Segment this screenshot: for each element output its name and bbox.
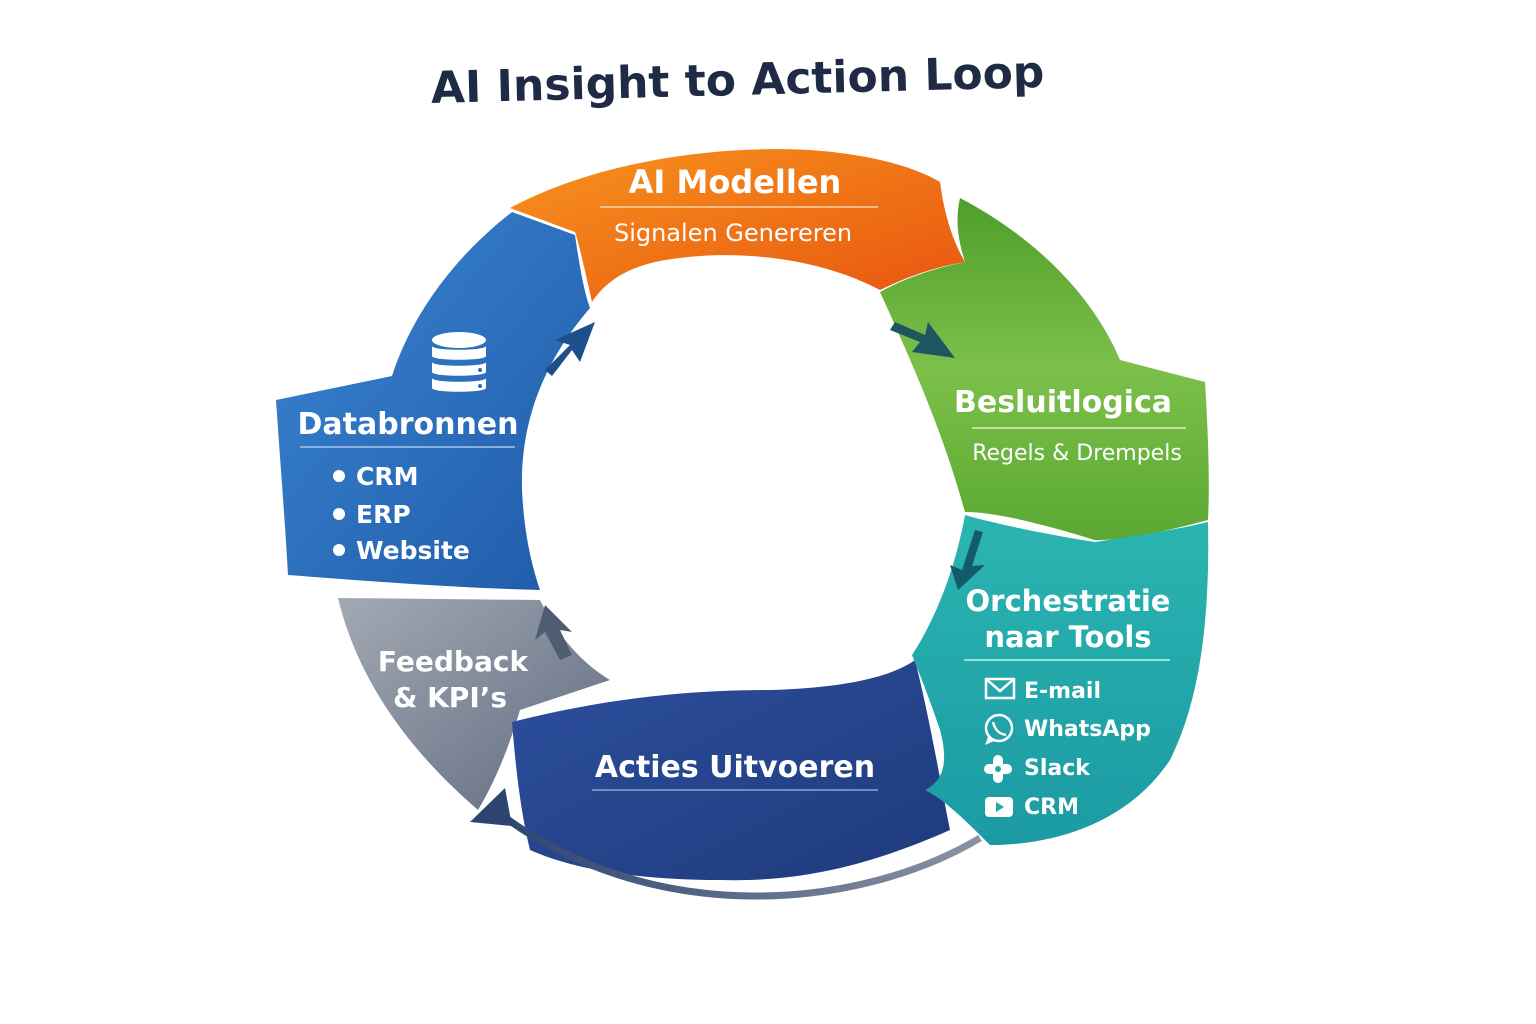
arrow-decision-to-orchestration bbox=[950, 530, 985, 590]
data-source-item: ERP bbox=[356, 500, 411, 529]
bullet-icon bbox=[333, 508, 345, 520]
segment-orchestration bbox=[912, 515, 1209, 845]
slack-icon bbox=[984, 755, 1012, 783]
arrow-ai-to-decision bbox=[890, 322, 955, 358]
feedback-title-line1: Feedback bbox=[378, 645, 530, 678]
decision-logic-title: Besluitlogica bbox=[954, 385, 1172, 420]
orchestration-title-line2: naar Tools bbox=[984, 620, 1151, 654]
orchestration-title-line1: Orchestratie bbox=[966, 584, 1171, 618]
envelope-icon bbox=[984, 677, 1016, 700]
tool-label-whatsapp: WhatsApp bbox=[1024, 717, 1151, 742]
data-source-item: CRM bbox=[356, 462, 418, 491]
return-arrowhead bbox=[470, 788, 512, 826]
tool-label-crm: CRM bbox=[1024, 795, 1079, 820]
segment-data-sources bbox=[276, 212, 590, 590]
segment-decision-logic bbox=[880, 198, 1209, 540]
data-source-item: Website bbox=[356, 536, 470, 565]
crm-icon bbox=[985, 797, 1013, 817]
tool-label-email: E-mail bbox=[1024, 679, 1101, 704]
return-arc bbox=[492, 807, 982, 900]
segment-ai-models bbox=[510, 149, 965, 302]
decision-logic-subtitle: Regels & Drempels bbox=[972, 441, 1182, 466]
segment-feedback bbox=[338, 598, 610, 810]
ai-models-title: AI Modellen bbox=[629, 163, 842, 201]
segment-actions bbox=[512, 660, 950, 881]
tool-label-slack: Slack bbox=[1024, 756, 1091, 781]
diagram-title: AI Insight to Action Loop bbox=[430, 47, 1045, 114]
arrow-feedback-to-data bbox=[535, 605, 572, 660]
feedback-title-line2: & KPI’s bbox=[393, 681, 507, 714]
database-icon bbox=[432, 332, 486, 392]
bullet-icon bbox=[333, 544, 345, 556]
actions-title: Acties Uitvoeren bbox=[595, 750, 875, 785]
arrow-data-to-ai bbox=[545, 322, 595, 376]
whatsapp-icon bbox=[984, 713, 1014, 745]
ai-models-subtitle: Signalen Genereren bbox=[614, 219, 852, 247]
data-sources-title: Databronnen bbox=[297, 407, 518, 442]
bullet-icon bbox=[333, 470, 345, 482]
